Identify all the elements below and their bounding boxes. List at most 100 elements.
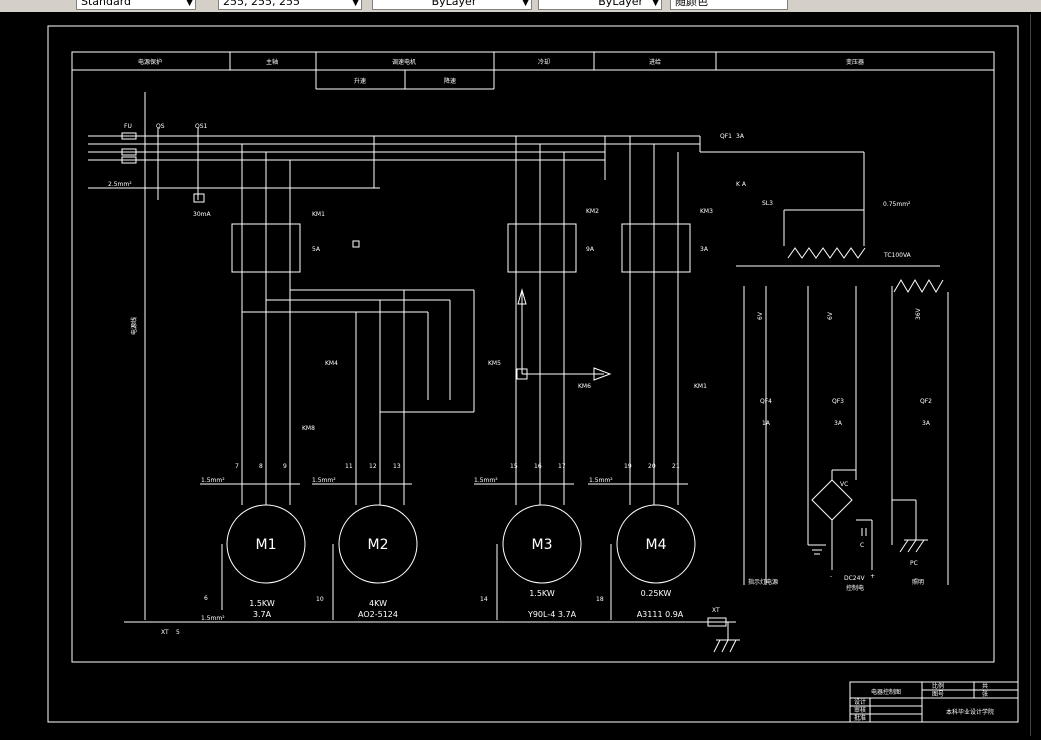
label-km5: KM5: [488, 360, 501, 367]
label-transformer: TC100VA: [883, 252, 912, 259]
label-qf4-rating: 1A: [762, 420, 771, 427]
label-xt2: XT: [712, 607, 720, 614]
motor-m4-model: A3111 0.9A: [637, 610, 684, 619]
label-plus: +: [870, 573, 875, 580]
pe-line: XT 5 6 1.5mm² 10 14 18 XT: [124, 595, 740, 653]
terminal-m1-2: 8: [259, 463, 263, 470]
label-wire-25: 2.5mm²: [108, 181, 132, 188]
label-qf3-rating: 3A: [834, 420, 843, 427]
motor-m2-name: M2: [368, 537, 389, 553]
text-style-value: Standard: [81, 0, 132, 8]
label-qf2-rating: 3A: [922, 420, 931, 427]
motor-m1-current: 3.7A: [253, 610, 272, 619]
header-table: 电源保护 主轴 调速电机 升速 降速 冷却 进给 变压器: [72, 52, 994, 90]
text-style-select[interactable]: Standard ▼: [76, 0, 196, 10]
label-v3: 36V: [915, 307, 922, 320]
label-fu: FU: [124, 123, 132, 130]
header-cooling: 冷却: [538, 58, 550, 66]
motor-m1-power: 1.5KW: [249, 599, 275, 608]
label-wire-15d: 1.5mm²: [589, 477, 613, 484]
header-power-protect: 电源保护: [138, 58, 162, 66]
school-name: 本科毕业设计学院: [946, 708, 994, 716]
label-qs: QS: [156, 123, 165, 130]
header-speed-up: 升速: [354, 77, 366, 85]
color-select[interactable]: 255, 255, 255 ▼: [218, 0, 362, 10]
label-wire-15c: 1.5mm²: [474, 477, 498, 484]
control-section: TC100VA 6V 6V 36V QF4 1A QF3 3A QF2 3A V…: [736, 209, 949, 592]
label-sl3: SL3: [762, 200, 773, 207]
label-work-light: 照明: [912, 579, 924, 586]
motor-m1-name: M1: [256, 537, 277, 553]
motor-m2-model: AO2-5124: [358, 610, 398, 619]
label-v2: 6V: [827, 311, 834, 320]
title-row2: 审核: [854, 706, 866, 714]
drawing-canvas[interactable]: 电源保护 主轴 调速电机 升速 降速 冷却 进给 变压器 FU QS QS1 2…: [0, 12, 1041, 736]
terminal-m4-2: 20: [648, 463, 656, 470]
label-km4: KM4: [325, 360, 338, 367]
label-xt: XT: [161, 629, 169, 636]
power-bus: FU QS QS1 2.5mm² 30mA QF1 3A K A SL3 0.7…: [88, 92, 911, 620]
title-block: 电器控制图 本科毕业设计学院 设计 审核 批准 比例 图号 共 张: [849, 681, 1019, 723]
header-main-motor: 主轴: [266, 58, 278, 66]
thermal-relay-fr2: [507, 223, 577, 273]
label-minus: -: [830, 573, 832, 580]
motor-m3-power: 1.5KW: [529, 589, 555, 598]
motor-m1: M1 1.5KW 3.7A: [221, 504, 306, 619]
terminal-m1-3: 9: [283, 463, 287, 470]
label-km1b: KM1: [694, 383, 707, 390]
motor-m2: M2 4KW AO2-5124: [332, 504, 418, 620]
vertical-scrollbar[interactable]: [1030, 14, 1041, 736]
label-qf4: QF4: [760, 398, 772, 405]
thermal-relay-fr1: [231, 223, 301, 273]
label-n5: 5: [176, 629, 180, 636]
label-qf2: QF2: [920, 398, 932, 405]
motor-m4-power: 0.25KW: [641, 589, 672, 598]
label-wire-15e: 1.5mm²: [201, 615, 225, 622]
label-pc: PC: [910, 560, 918, 567]
label-wire-15b: 1.5mm²: [312, 477, 336, 484]
title-row1: 设计: [854, 698, 866, 706]
thermal-relay-fr3: [621, 223, 691, 273]
label-wire-15a: 1.5mm²: [201, 477, 225, 484]
label-km3: KM3: [700, 208, 713, 215]
chevron-down-icon: ▼: [352, 0, 359, 8]
chevron-down-icon: ▼: [186, 0, 193, 8]
header-transformer: 变压器: [846, 58, 864, 66]
chevron-down-icon: ▼: [652, 0, 659, 8]
motor-m3: M3 1.5KW Y90L-4 3.7A: [496, 504, 582, 620]
title-row3: 批准: [854, 714, 866, 722]
terminal-m2-3: 13: [393, 463, 401, 470]
title-c1: 比例: [932, 682, 944, 690]
label-n10: 10: [316, 596, 324, 603]
speed-network: KM4 KM5 KM6 KM1 KM8: [242, 288, 707, 505]
label-v1: 6V: [757, 311, 764, 320]
label-km2: KM2: [586, 208, 599, 215]
terminal-rows: 1.5mm² 1.5mm² 1.5mm² 1.5mm² 7 8 9 11 12 …: [200, 463, 688, 485]
label-km6: KM6: [578, 383, 591, 390]
header-feed: 进给: [649, 58, 661, 66]
motor-m4: M4 0.25KW A3111 0.9A: [610, 504, 696, 620]
plotstyle-select[interactable]: 随颜色: [670, 0, 788, 10]
label-n14: 14: [480, 596, 488, 603]
label-ka: K A: [736, 181, 747, 188]
label-n6: 6: [204, 595, 208, 602]
outer-frame: [47, 25, 1019, 723]
title-c2: 图号: [932, 691, 944, 698]
feeders: KM1 KM2 KM3 5A 9A 3A: [231, 136, 713, 505]
terminal-m4-1: 19: [624, 463, 632, 470]
lineweight-select[interactable]: ByLayer▼: [538, 0, 662, 10]
label-km1: KM1: [312, 211, 325, 218]
title-c3: 共: [982, 682, 988, 690]
label-qf1-rating: 3A: [736, 133, 745, 140]
header-speed-down: 降速: [444, 77, 456, 85]
label-side: 电源线: [130, 317, 138, 335]
label-fr9a: 9A: [586, 246, 595, 253]
toolbar: Standard ▼ 255, 255, 255 ▼ ByLayer▼ ByLaye…: [0, 0, 1041, 13]
label-wire-075: 0.75mm²: [883, 201, 911, 208]
color-value: 255, 255, 255: [223, 0, 300, 8]
linetype-select[interactable]: ByLayer▼: [372, 0, 532, 10]
label-fr3a: 3A: [700, 246, 709, 253]
label-km8: KM8: [302, 425, 315, 432]
motor-m3-name: M3: [532, 537, 553, 553]
label-rcd: 30mA: [193, 211, 211, 218]
